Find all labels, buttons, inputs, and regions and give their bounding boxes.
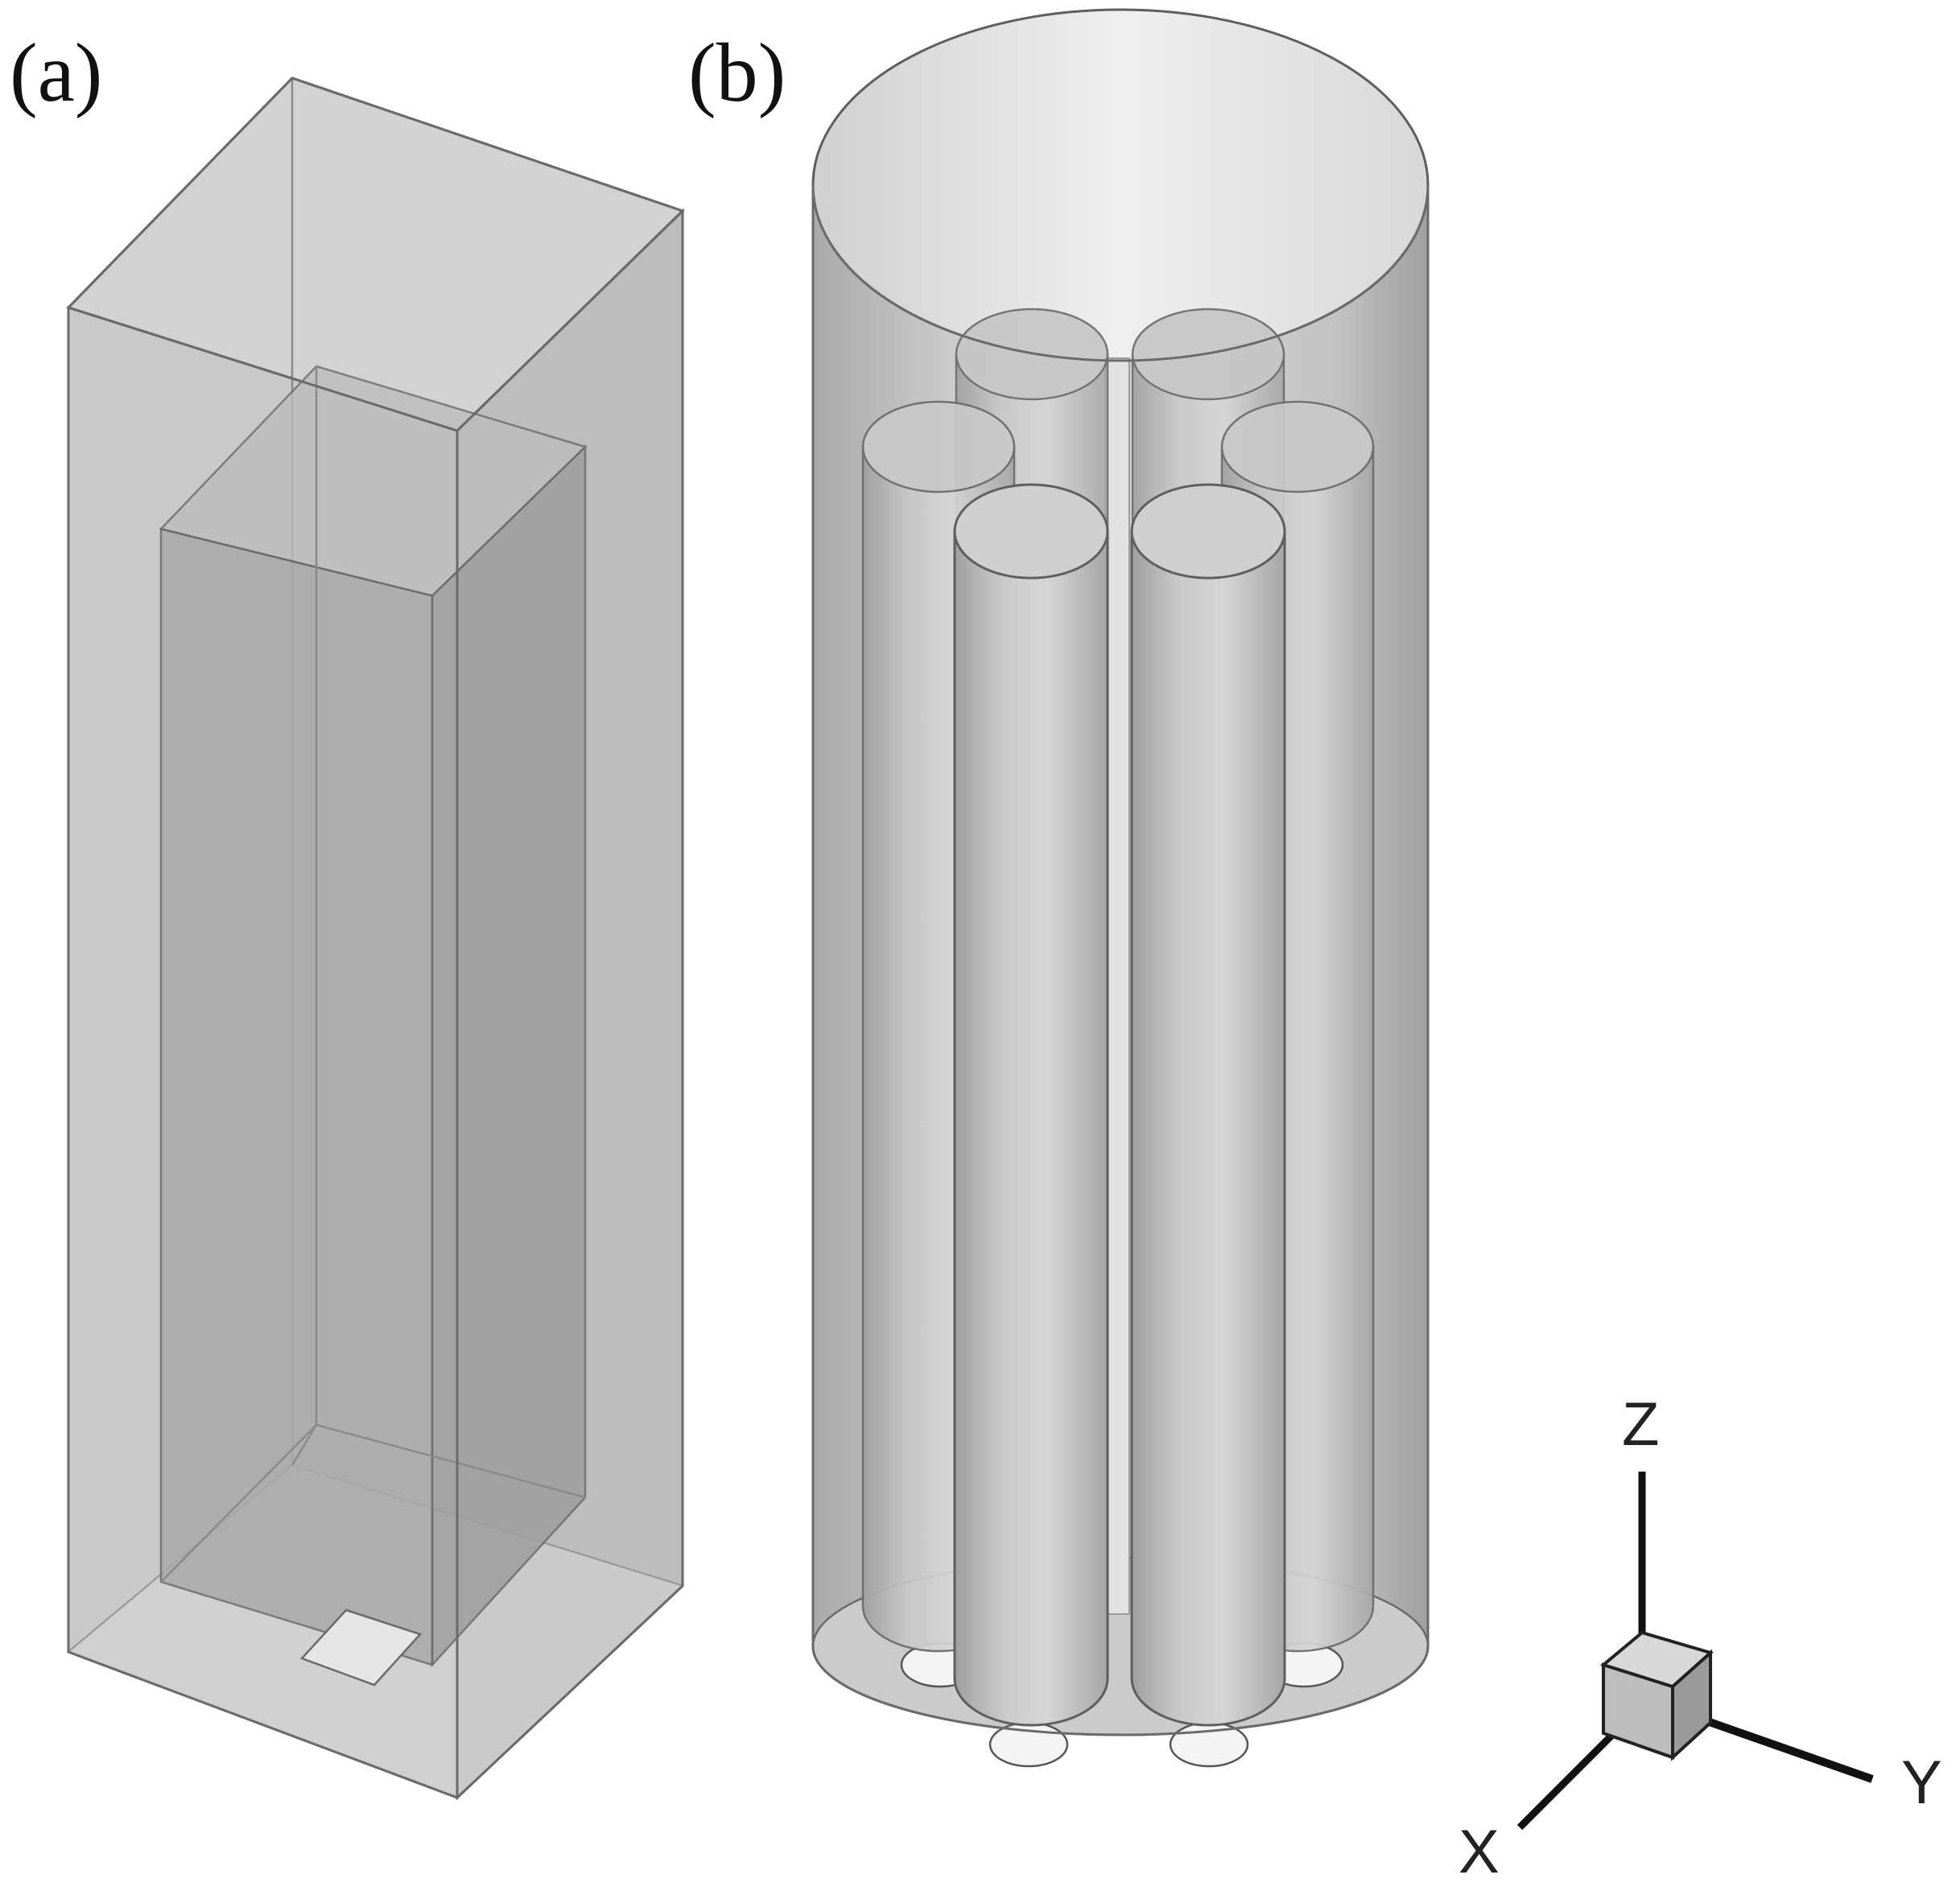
central-rod [1104, 357, 1130, 1615]
triad-cube-top [1599, 1630, 1714, 1689]
inner-box-front-face [159, 527, 434, 1666]
panel-b-cylinder-model [811, 8, 1430, 1768]
inner-box-right-face [431, 444, 587, 1668]
bottom-hole [988, 1721, 1069, 1768]
outlet-rectangle [299, 1608, 423, 1687]
panel-a-label: (a) [10, 27, 102, 119]
z-axis-label: Z [1622, 1390, 1659, 1459]
tube-front-left [953, 483, 1109, 1727]
tube-front-right [1130, 483, 1286, 1727]
x-axis-line [1516, 1732, 1615, 1831]
axis-triad [1516, 1472, 1874, 1831]
y-axis-line [1703, 1716, 1874, 1783]
panel-a-box-model [66, 76, 685, 1801]
y-axis-label: Y [1901, 1749, 1942, 1817]
inner-box-top-face [159, 365, 588, 597]
x-axis-label: X [1459, 1818, 1500, 1886]
top-opening [811, 8, 1430, 362]
panel-b-label: (b) [688, 27, 786, 119]
